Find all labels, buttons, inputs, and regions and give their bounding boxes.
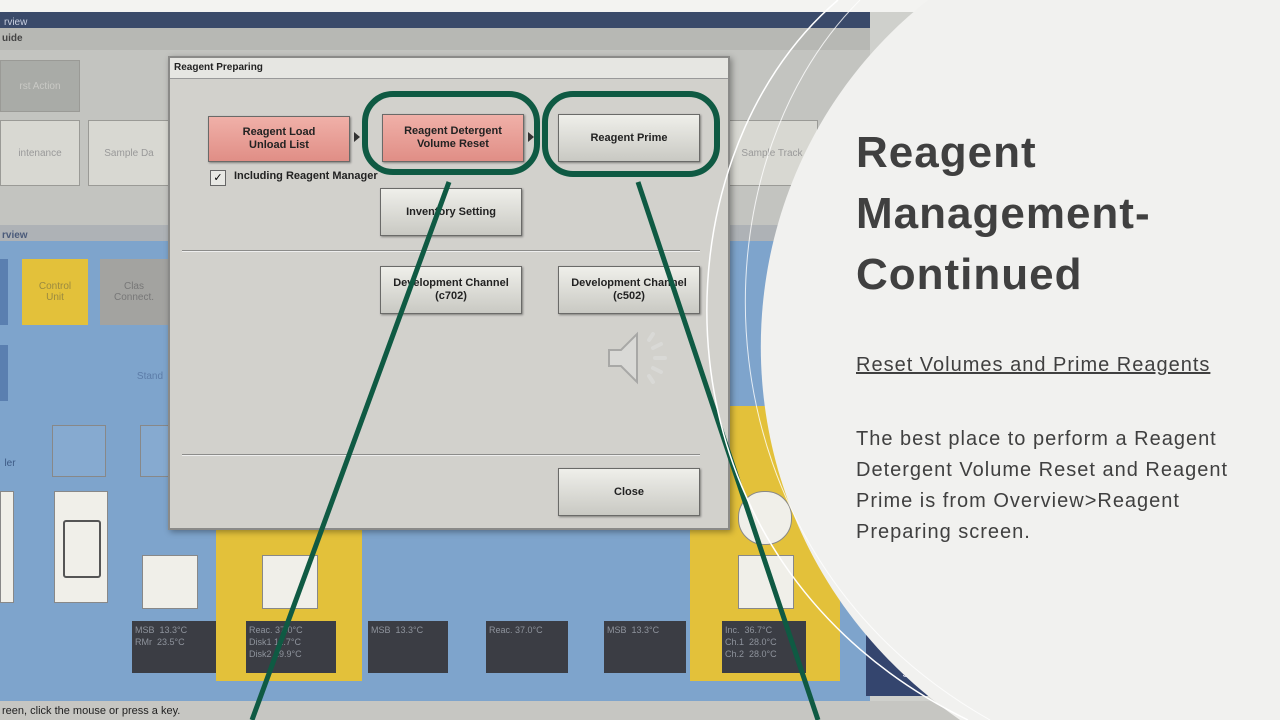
- arrow-right-icon-2: [528, 132, 534, 142]
- arrow-right-icon: [354, 132, 360, 142]
- slide-subtitle: Reset Volumes and Prime Reagents: [856, 354, 1211, 376]
- pointer-line-1: [249, 181, 452, 720]
- inventory-setting-button[interactable]: Inventory Setting: [380, 188, 522, 236]
- bottle-icon-box: [54, 491, 108, 603]
- guide-bar: uide: [0, 28, 870, 50]
- highlight-reagent-prime: [542, 91, 720, 177]
- annotation-highlights: [249, 91, 821, 720]
- sensor-readout-1: MSB 13.3°C RMr 23.5°C: [132, 621, 216, 673]
- unit-tile-edge-2: [0, 345, 8, 401]
- mixer-icon: [142, 555, 198, 609]
- unit-tile-edge: [0, 259, 8, 325]
- control-unit-tile[interactable]: Control Unit: [22, 259, 88, 325]
- maintenance-button[interactable]: intenance: [0, 120, 80, 186]
- sensor-readout-4: Reac. 37.0°C: [486, 621, 568, 673]
- reagent-prime-button[interactable]: Reagent Prime: [558, 114, 700, 162]
- slide-panel-bg: [760, 0, 1280, 720]
- first-action-button[interactable]: rst Action: [0, 60, 80, 112]
- dialog-title: Reagent Preparing: [170, 58, 728, 79]
- decorative-arc-1: [706, 0, 969, 720]
- reagent-load-unload-list-button[interactable]: Reagent Load Unload List: [208, 116, 350, 162]
- development-channel-c502-button[interactable]: Development Channel (c502): [558, 266, 700, 314]
- sensor-readout-5: MSB 13.3°C: [604, 621, 686, 673]
- overview-label: rview: [2, 230, 28, 241]
- slide-panel-shape: [706, 0, 1280, 720]
- reagent-detergent-volume-reset-button[interactable]: Reagent Detergent Volume Reset: [382, 114, 524, 162]
- status-text: reen, click the mouse or press a key.: [2, 705, 181, 717]
- slide-body: The best place to perform a Reagent Dete…: [856, 428, 1228, 543]
- close-button[interactable]: Close: [558, 468, 700, 516]
- checkbox-label: Including Reagent Manager: [234, 170, 378, 182]
- window-titlebar: rview: [0, 12, 870, 28]
- window-title: rview: [4, 17, 28, 28]
- decorative-arc-2: [744, 0, 991, 720]
- sensor-readout-2: Reac. 37.0°C Disk1 11.7°C Disk2 19.9°C: [246, 621, 336, 673]
- status-bar: reen, click the mouse or press a key.: [0, 701, 970, 720]
- clas-connect-tile[interactable]: Clas Connect.: [100, 259, 168, 325]
- reagent-preparing-dialog: Reagent Preparing Reagent Load Unload Li…: [168, 56, 730, 530]
- slide-title: Reagent Management-Continued: [856, 128, 1151, 299]
- sensor-readout-3: MSB 13.3°C: [368, 621, 448, 673]
- ler-label: ler: [4, 457, 16, 469]
- highlight-detergent-reset: [362, 91, 540, 175]
- slot-box-1: [52, 425, 106, 477]
- guide-label: uide: [2, 33, 23, 44]
- tray-edge: [0, 491, 14, 603]
- separator-1: [182, 250, 700, 252]
- separator-2: [182, 454, 700, 456]
- including-reagent-manager-checkbox[interactable]: ✓: [210, 170, 226, 186]
- standby-label: Stand: [136, 370, 164, 382]
- speaker-icon[interactable]: [605, 326, 675, 390]
- bottle-icon: [63, 520, 101, 578]
